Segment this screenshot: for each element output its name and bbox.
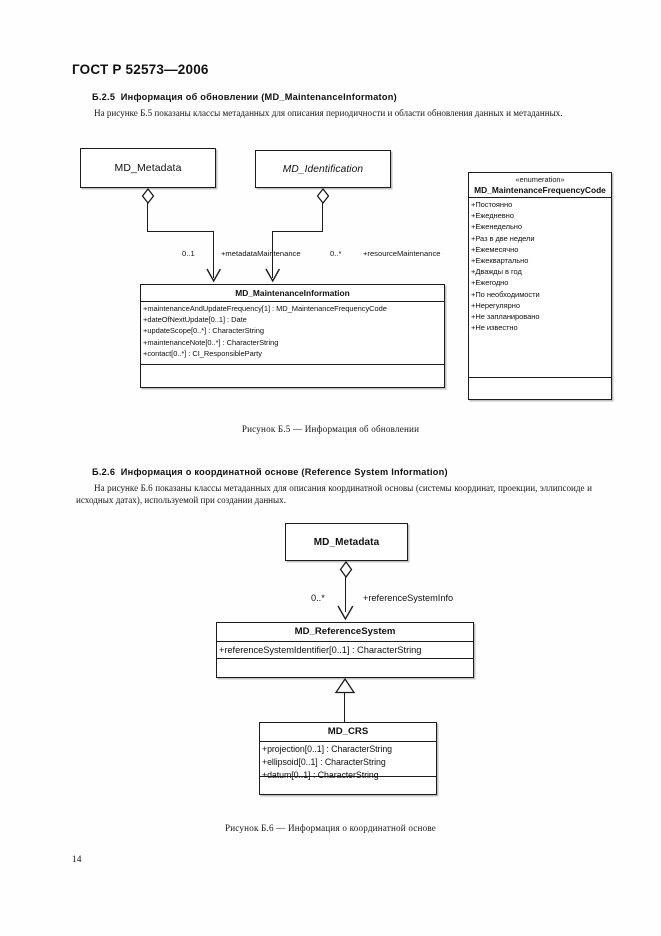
enumeration-literal: +Ежеквартально xyxy=(471,256,529,266)
aggregation-diamond-identification xyxy=(316,187,330,205)
enumeration-literal: +Постоянно xyxy=(471,200,513,209)
figure-caption-b6: Рисунок Б.6 — Информация о координатной … xyxy=(224,823,437,833)
enumeration-literal: +Не известно xyxy=(471,323,518,333)
enumeration-literal: +Не запланировано xyxy=(471,312,540,322)
attribute-row: +projection[0..1] : CharacterString xyxy=(262,744,393,754)
enumeration-literal: +Ежегодно xyxy=(471,278,509,288)
uml-class-md-identification[interactable]: MD_Identification xyxy=(255,150,391,188)
connector-identification-vert2 xyxy=(272,231,274,278)
enumeration-literal: +Дважды в год xyxy=(471,267,522,277)
connector-metadata-horz xyxy=(147,231,214,233)
uml-enumeration-header: «enumeration» MD_MaintenanceFrequencyCod… xyxy=(469,173,611,198)
attribute-row: +referenceSystemIdentifier[0..1] : Chara… xyxy=(219,645,422,655)
uml-class-md-reference-system-title: MD_ReferenceSystem xyxy=(294,626,396,637)
clause-heading-b26: Информация о координатной основе (Refere… xyxy=(120,467,448,477)
uml-class-md-identification-title: MD_Identification xyxy=(282,163,364,175)
arrowhead-metadata-maintenance xyxy=(206,268,222,283)
uml-class-md-maintenance-information[interactable]: MD_MaintenanceInformation +maintenanceAn… xyxy=(140,284,445,388)
arrowhead-identification-maintenance xyxy=(265,268,281,283)
uml-enumeration-md-maintenance-frequency-code[interactable]: «enumeration» MD_MaintenanceFrequencyCod… xyxy=(468,172,612,400)
connector-metadata-vert2 xyxy=(213,231,215,278)
paragraph-b25-text: На рисунке Б.5 показаны классы метаданны… xyxy=(94,108,563,118)
multiplicity-metadata-referencesystem: 0..* xyxy=(311,593,325,603)
connector-metadata-vert1 xyxy=(147,203,149,231)
uml-operations-md-reference-system xyxy=(217,659,473,677)
attribute-row: +contact[0..*] : CI_ResponsibleParty xyxy=(143,348,262,358)
uml-class-md-metadata-title: MD_Metadata xyxy=(114,162,182,174)
uml-operations-md-maintenance-information xyxy=(141,365,444,386)
uml-class-md-crs[interactable]: MD_CRS +projection[0..1] : CharacterStri… xyxy=(259,722,437,795)
uml-class-md-metadata-b6-title: MD_Metadata xyxy=(313,536,380,548)
uml-class-md-crs-title: MD_CRS xyxy=(327,726,369,737)
uml-attributes-md-maintenance-information: +maintenanceAndUpdateFrequency[1] : MD_M… xyxy=(141,302,444,365)
attribute-row: +maintenanceNote[0..*] : CharacterString xyxy=(143,337,279,347)
generalization-triangle-crs xyxy=(334,677,356,694)
paragraph-b25: На рисунке Б.5 показаны классы метаданны… xyxy=(76,107,592,119)
connector-identification-horz xyxy=(272,231,323,233)
multiplicity-identification-maintenance: 0..* xyxy=(330,249,342,258)
uml-class-md-maintenance-information-title: MD_MaintenanceInformation xyxy=(235,288,350,298)
role-metadata-maintenance: +metadataMaintenance xyxy=(221,249,301,258)
enumeration-literal: +Еженедельно xyxy=(471,222,523,232)
uml-enumeration-operations xyxy=(469,378,611,399)
attribute-row: +updateScope[0..*] : CharacterString xyxy=(143,326,264,336)
uml-attributes-md-crs: +projection[0..1] : CharacterString +ell… xyxy=(260,742,436,780)
uml-attributes-md-reference-system: +referenceSystemIdentifier[0..1] : Chara… xyxy=(217,642,473,659)
attribute-row: +datum[0..1] : CharacterString xyxy=(262,770,379,781)
enumeration-literal: +Нерегулярно xyxy=(471,300,520,310)
page-number: 14 xyxy=(72,855,82,865)
aggregation-diamond-metadata xyxy=(141,187,155,205)
uml-class-md-crs-header: MD_CRS xyxy=(260,723,436,742)
clause-title-b26: Б.2.6 Информация о координатной основе (… xyxy=(92,467,448,477)
connector-referencesystem-crs xyxy=(344,693,346,722)
uml-class-md-maintenance-information-header: MD_MaintenanceInformation xyxy=(141,285,444,302)
connector-identification-vert1 xyxy=(322,203,324,231)
clause-number-b26: Б.2.6 xyxy=(92,467,116,477)
standard-header: ГОСТ Р 52573—2006 xyxy=(72,62,209,77)
multiplicity-metadata-maintenance: 0..1 xyxy=(182,249,195,258)
enumeration-literal: +Ежедневно xyxy=(471,211,514,221)
uml-class-md-metadata-b6[interactable]: MD_Metadata xyxy=(285,523,408,561)
enumeration-literal: +Ежемесячно xyxy=(471,244,519,254)
arrowhead-metadata-referencesystem xyxy=(337,605,354,621)
uml-enumeration-title: MD_MaintenanceFrequencyCode xyxy=(474,185,606,195)
uml-class-md-reference-system[interactable]: MD_ReferenceSystem +referenceSystemIdent… xyxy=(216,622,474,678)
uml-enumeration-stereotype: «enumeration» xyxy=(515,175,565,184)
paragraph-b26: На рисунке Б.6 показаны классы метаданны… xyxy=(76,482,592,507)
role-identification-maintenance: +resourceMaintenance xyxy=(363,249,441,258)
connector-metadata-referencesystem xyxy=(345,577,347,612)
paragraph-b26-text: На рисунке Б.6 показаны классы метаданны… xyxy=(76,483,592,506)
uml-enumeration-literals: +Постоянно +Ежедневно +Еженедельно +Раз … xyxy=(469,198,611,378)
figure-caption-b5: Рисунок Б.5 — Информация об обновлении xyxy=(241,424,420,434)
uml-class-md-metadata[interactable]: MD_Metadata xyxy=(80,148,216,188)
clause-title-b25: Б.2.5 Информация об обновлении (MD_Maint… xyxy=(92,92,397,102)
enumeration-literal: +По необходимости xyxy=(471,289,540,299)
attribute-row: +ellipsoid[0..1] : CharacterString xyxy=(262,757,386,768)
enumeration-literal: +Раз в две недели xyxy=(471,233,535,243)
aggregation-diamond-metadata-b6 xyxy=(339,560,353,579)
clause-heading-b25: Информация об обновлении (MD_Maintenance… xyxy=(120,92,397,102)
attribute-row: +dateOfNextUpdate[0..1] : Date xyxy=(143,315,247,325)
uml-class-md-reference-system-header: MD_ReferenceSystem xyxy=(217,623,473,642)
role-metadata-referencesystem: +referenceSystemInfo xyxy=(363,593,454,603)
attribute-row: +maintenanceAndUpdateFrequency[1] : MD_M… xyxy=(143,304,387,313)
clause-number-b25: Б.2.5 xyxy=(92,92,116,102)
